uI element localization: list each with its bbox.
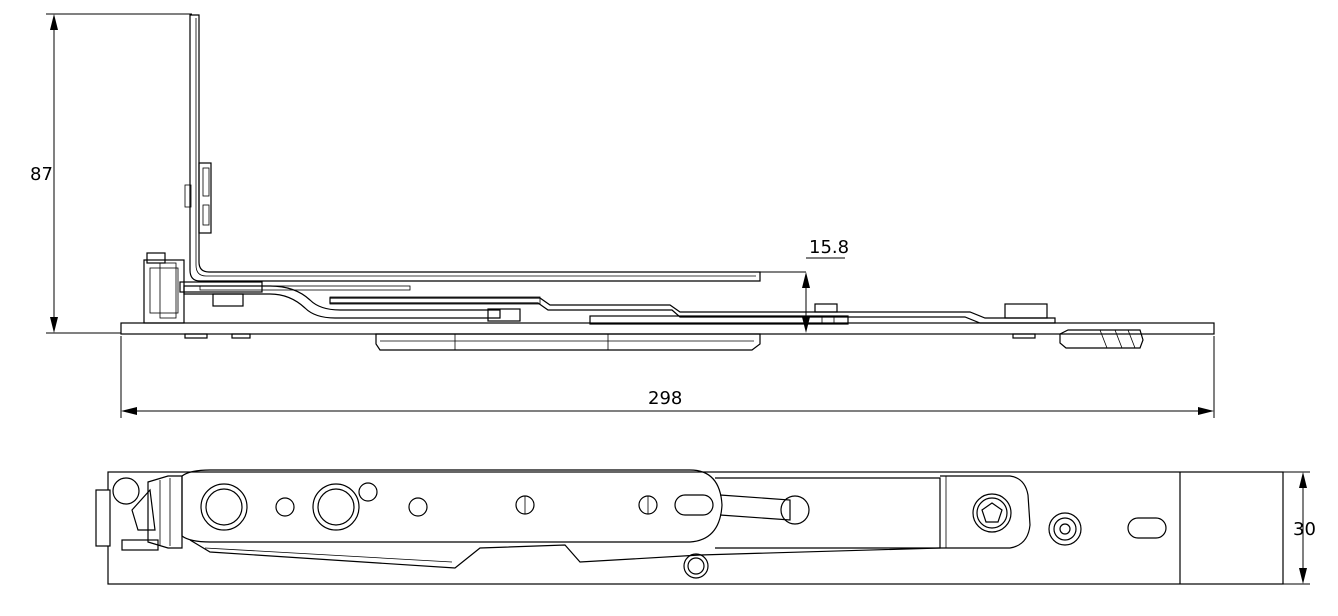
slider-bar [715, 477, 941, 549]
screw-icon [1048, 512, 1082, 546]
lower-linkage [189, 539, 941, 569]
base-rail [120, 322, 1215, 335]
dimension-width-label: 30 [1293, 519, 1316, 540]
arm-clip [198, 162, 212, 234]
dimension-width: 30 [1185, 471, 1316, 585]
slider-arm [329, 297, 1056, 324]
dimension-length-label: 298 [648, 388, 682, 409]
top-view: 30 [95, 469, 1316, 585]
main-arm [181, 469, 723, 543]
dimension-height-label: 87 [30, 164, 53, 185]
lock-keeper [1059, 329, 1144, 349]
mounting-slot [1127, 517, 1167, 539]
lower-plate [375, 333, 761, 351]
dimension-height: 87 [30, 13, 192, 334]
vertical-arm [189, 14, 761, 282]
link-arm [183, 285, 501, 319]
side-view: 87 15.8 298 [30, 13, 1215, 418]
dimension-offset: 15.8 [760, 237, 849, 333]
base-strip [107, 471, 1284, 585]
dimension-length: 298 [120, 336, 1215, 418]
hinge-knuckle [147, 475, 183, 549]
dimension-offset-label: 15.8 [809, 237, 849, 258]
